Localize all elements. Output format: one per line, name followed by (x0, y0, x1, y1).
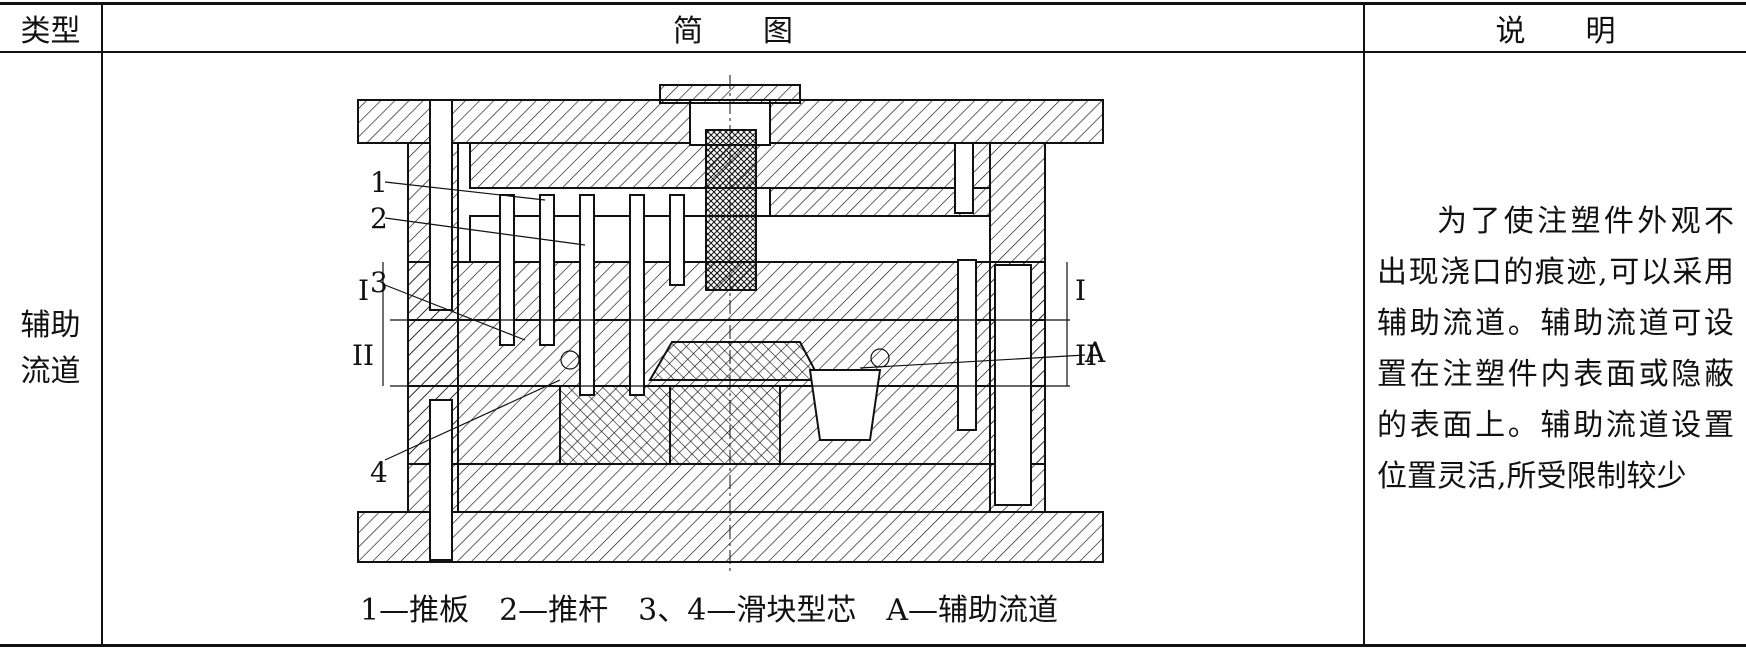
header-divider (0, 51, 1746, 53)
table-top-border (0, 2, 1746, 5)
slider-core-4 (669, 385, 781, 465)
label-I-left: I (358, 274, 369, 307)
header-type: 类型 (20, 13, 81, 49)
label-2: 2 (370, 202, 388, 235)
ejector-rod-c (579, 194, 595, 396)
ejector-rod-d (629, 194, 645, 396)
support-plate-upper (769, 187, 991, 217)
cavity-pocket (808, 369, 882, 441)
col-divider-1 (101, 2, 103, 647)
diagram-caption: 1—推板 2—推杆 3、4—滑块型芯 A—辅助流道 (360, 593, 1059, 628)
description-text: 为了使注塑件外观不出现浇口的痕迹,可以采用辅助流道。辅助流道可设置在注塑件内表面… (1377, 203, 1734, 494)
col-divider-2 (1363, 2, 1365, 647)
label-3: 3 (370, 266, 388, 299)
table-bottom-border (0, 644, 1746, 647)
leader-2 (384, 217, 586, 246)
leader-1 (384, 181, 546, 201)
guide-pin-top-left (429, 99, 453, 311)
slider-core-3 (559, 385, 671, 465)
type-line-2: 流道 (20, 353, 81, 389)
auxiliary-runner-circle-left (560, 350, 580, 370)
label-II-left: II (352, 339, 374, 372)
header-diagram: 简 图 (673, 13, 793, 49)
label-I-right: I (1075, 274, 1086, 307)
molded-part (648, 341, 822, 381)
label-4: 4 (370, 456, 388, 489)
type-line-1: 辅助 (20, 307, 81, 343)
ejector-rod-e (669, 194, 685, 286)
header-note: 说 明 (1495, 13, 1616, 49)
label-1: 1 (370, 166, 388, 199)
ejector-rod-b (539, 194, 555, 346)
guide-bushing-right (994, 264, 1032, 506)
bolt-right-top (954, 142, 974, 214)
auxiliary-runner-circle-right (870, 348, 890, 368)
ejector-rod-a (499, 194, 515, 346)
support-plate-lower (457, 463, 991, 513)
return-pin-right (957, 259, 977, 431)
label-A: A (1084, 336, 1106, 369)
leader-4 (384, 379, 561, 461)
guide-pin-bottom-left (429, 399, 453, 561)
sprue-bushing (705, 129, 757, 291)
mold-diagram: 1 2 3 4 A I II I II (352, 75, 1106, 575)
label-II-right: II (1075, 339, 1097, 372)
type-cell: 辅助 流道 (0, 53, 101, 644)
description-cell: 为了使注塑件外观不出现浇口的痕迹,可以采用辅助流道。辅助流道可设置在注塑件内表面… (1365, 53, 1746, 644)
leader-3 (384, 284, 526, 341)
leader-A (859, 354, 1086, 369)
